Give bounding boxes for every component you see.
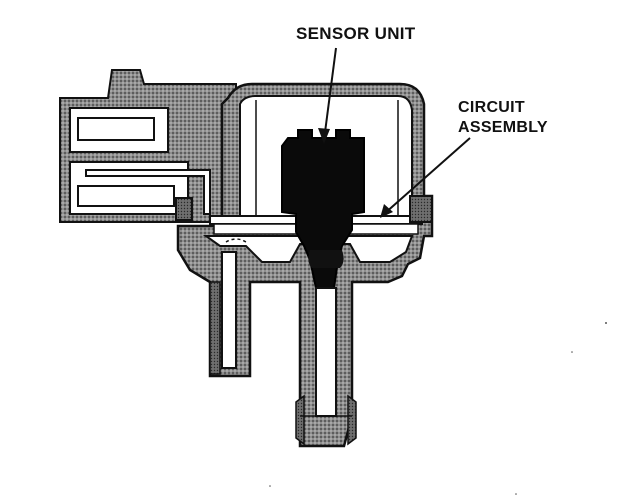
circuit-label-line2: ASSEMBLY <box>458 119 548 136</box>
sensor-unit-label: SENSOR UNIT <box>296 24 416 43</box>
reference-port <box>209 251 237 375</box>
scan-specks <box>269 322 607 495</box>
mounting-clip <box>175 195 433 223</box>
sensor-unit <box>281 129 365 289</box>
pressure-port <box>295 287 357 446</box>
sensor-unit-leader <box>318 47 337 144</box>
circuit-assembly-label: CIRCUIT ASSEMBLY <box>458 98 548 138</box>
connector-housing <box>59 69 237 223</box>
circuit-assembly-leader <box>380 137 471 218</box>
circuit-label-line1: CIRCUIT <box>458 99 525 116</box>
